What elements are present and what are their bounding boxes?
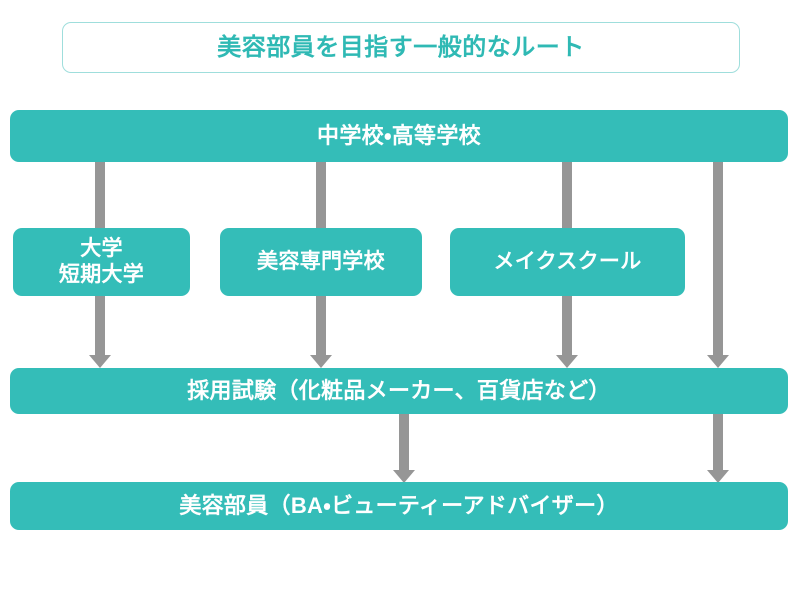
node-middle-high-school-label: 中学校・高等学校 <box>317 122 481 148</box>
connector-makeup-to-exam-arrowhead <box>556 355 578 368</box>
node-hiring-exam-label: 採用試験（化粧品メーカー、百貨店など） <box>187 377 611 403</box>
connector-beauty-to-exam-arrowhead <box>310 355 332 368</box>
node-beauty-vocational-school[interactable]: 美容専門学校 <box>220 228 422 296</box>
connector-school-to-makeup <box>562 162 572 228</box>
diagram-title-text: 美容部員を目指す一般的なルート <box>217 33 585 61</box>
connector-exam-to-ba-arrowhead-right <box>707 470 729 483</box>
connector-school-to-beauty <box>316 162 326 228</box>
connector-school-to-university <box>95 162 105 228</box>
node-middle-high-school[interactable]: 中学校・高等学校 <box>10 110 788 162</box>
diagram-title-box: 美容部員を目指す一般的なルート <box>62 22 740 73</box>
connector-school-to-exam-line <box>713 162 723 356</box>
connector-exam-to-ba-arrowhead-center <box>393 470 415 483</box>
connector-university-to-exam-arrowhead <box>89 355 111 368</box>
connector-makeup-to-exam-line <box>562 296 572 356</box>
connector-exam-to-ba-line-center <box>399 414 409 471</box>
connector-exam-to-ba-line-right <box>713 414 723 471</box>
node-hiring-exam[interactable]: 採用試験（化粧品メーカー、百貨店など） <box>10 368 788 414</box>
node-beauty-advisor[interactable]: 美容部員（BA・ビューティーアドバイザー） <box>10 482 788 530</box>
node-makeup-school[interactable]: メイクスクール <box>450 228 685 296</box>
node-beauty-vocational-school-label: 美容専門学校 <box>257 250 385 274</box>
node-makeup-school-label: メイクスクール <box>493 250 642 274</box>
node-university[interactable]: 大学 短期大学 <box>13 228 190 296</box>
node-beauty-advisor-label: 美容部員（BA・ビューティーアドバイザー） <box>179 492 619 518</box>
node-university-label: 大学 短期大学 <box>58 237 145 286</box>
connector-school-to-exam-arrowhead <box>707 355 729 368</box>
connector-beauty-to-exam-line <box>316 296 326 356</box>
connector-university-to-exam-line <box>95 296 105 356</box>
